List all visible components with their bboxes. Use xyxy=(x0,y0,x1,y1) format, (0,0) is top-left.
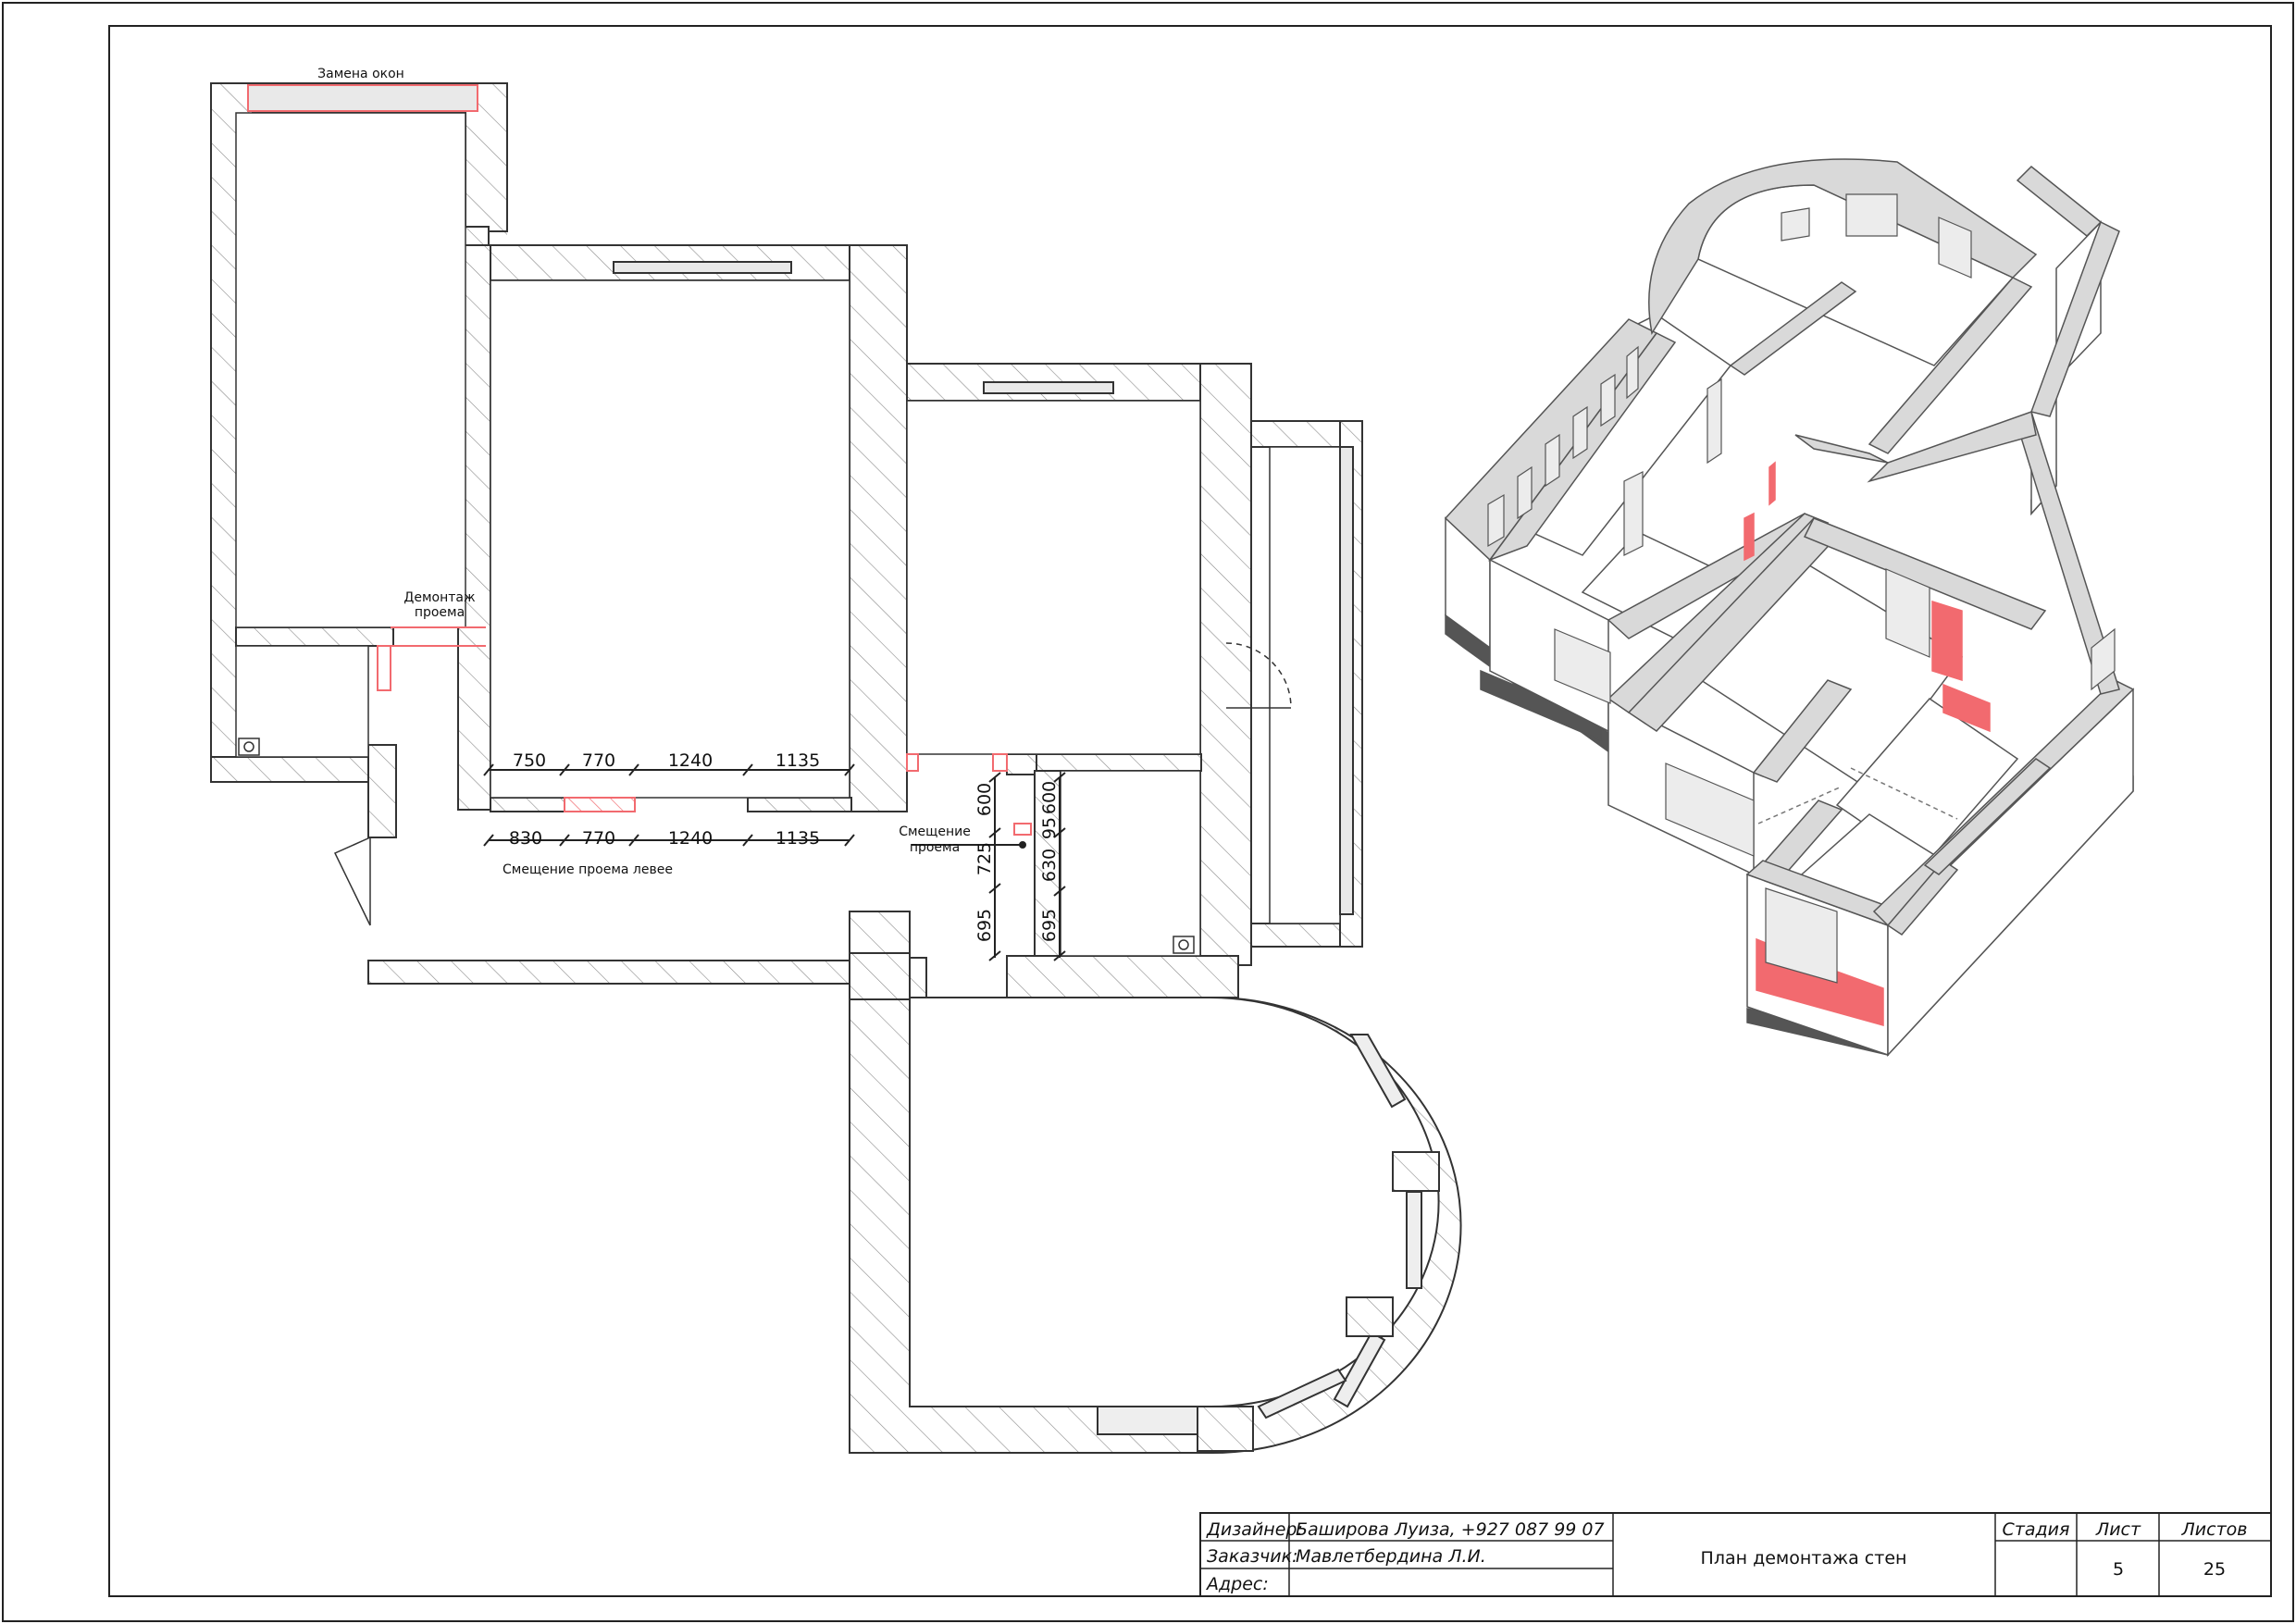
dim-top-2: 770 xyxy=(582,750,615,771)
dim-vleft-1: 600 xyxy=(974,783,995,816)
dim-top-3: 1240 xyxy=(668,750,713,771)
inner-frame xyxy=(108,25,2272,1597)
label-opening-shift-left: Смещение проема левее xyxy=(503,862,673,877)
demolition-marks xyxy=(247,84,1032,836)
sheet-number: 5 xyxy=(2113,1559,2124,1580)
dim-vleft-2: 725 xyxy=(974,842,995,875)
label-opening-shift-1: Смещение xyxy=(899,824,971,839)
sheet-label: Лист xyxy=(2095,1519,2141,1540)
dim-vright-3: 630 xyxy=(1039,849,1060,882)
title-block: Дизайнер: Баширова Луиза, +927 087 99 07… xyxy=(1199,1512,2272,1597)
sheets-label: Листов xyxy=(2181,1519,2248,1540)
customer-value: Мавлетбердина Л.И. xyxy=(1296,1546,1486,1567)
dim-vright-4: 695 xyxy=(1039,909,1060,942)
designer-value: Баширова Луиза, +927 087 99 07 xyxy=(1296,1519,1605,1540)
dimension-lines xyxy=(489,769,1061,958)
iso-dashes xyxy=(1757,767,1958,824)
isometric-view xyxy=(1444,158,2135,1057)
dimension-ticks xyxy=(483,763,1066,961)
sheet-title: План демонтажа стен xyxy=(1701,1548,1907,1568)
door-swing xyxy=(333,642,1292,926)
dim-bottom-1: 830 xyxy=(509,828,542,849)
dim-vleft-3: 695 xyxy=(974,909,995,942)
dim-bottom-2: 770 xyxy=(582,828,615,849)
dim-top-4: 1135 xyxy=(776,750,820,771)
plan-labels: Замена окон Демонтаж проема Смещение про… xyxy=(317,67,1060,942)
label-opening-demolition-2: проема xyxy=(415,605,465,620)
address-label: Адрес: xyxy=(1205,1574,1269,1594)
customer-label: Заказчик: xyxy=(1207,1546,1298,1567)
dim-bottom-3: 1240 xyxy=(668,828,713,849)
stage-label: Стадия xyxy=(2003,1519,2070,1540)
dim-vright-1: 600 xyxy=(1039,781,1060,814)
label-opening-demolition-1: Демонтаж xyxy=(403,590,476,605)
round-room xyxy=(849,952,1462,1454)
fixtures xyxy=(238,738,1195,954)
floor-plan: Замена окон Демонтаж проема Смещение про… xyxy=(210,67,1462,1454)
iso-windows xyxy=(1487,193,2116,984)
label-opening-shift-2: проема xyxy=(910,840,960,855)
dim-top-1: 750 xyxy=(513,750,546,771)
label-window-replacement: Замена окон xyxy=(317,67,404,81)
dim-vright-2: 95 xyxy=(1039,817,1060,839)
rooms xyxy=(235,112,1341,957)
sheets-total: 25 xyxy=(2203,1559,2226,1580)
dim-bottom-4: 1135 xyxy=(776,828,820,849)
designer-label: Дизайнер: xyxy=(1206,1519,1303,1540)
